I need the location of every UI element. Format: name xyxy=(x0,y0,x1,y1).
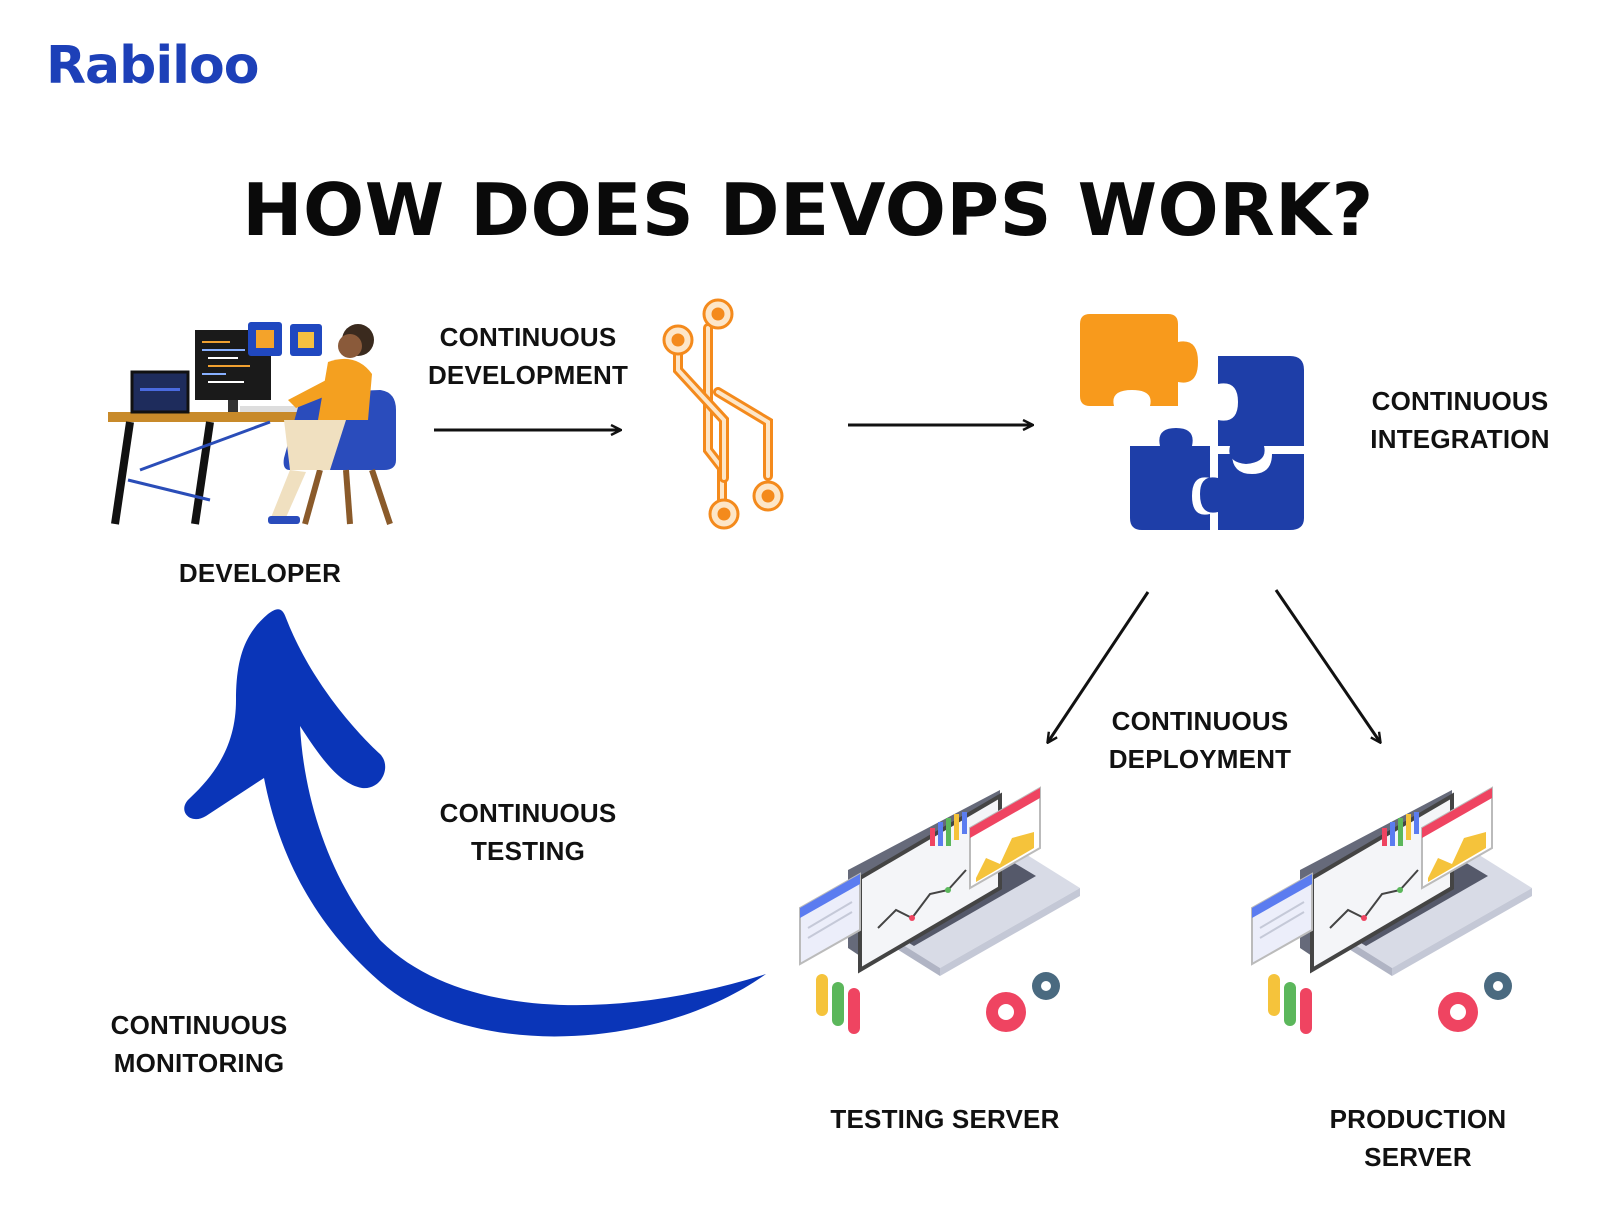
person-body xyxy=(318,358,372,420)
stage-integration-label: CONTINUOUS INTEGRATION xyxy=(1370,386,1550,454)
developer-illustration xyxy=(108,322,396,525)
production-server-label: PRODUCTION SERVER xyxy=(1329,1104,1507,1172)
stage-deployment-label: CONTINUOUS DEPLOYMENT xyxy=(1108,706,1292,774)
page-title: HOW DOES DEVOPS WORK? xyxy=(242,168,1374,252)
brand-logo: Rabiloo xyxy=(46,36,259,96)
laptop-screen xyxy=(130,370,190,414)
laptop-dashboard-icon xyxy=(799,786,1080,1034)
laptop-dashboard-icon xyxy=(1251,786,1532,1034)
developer-label: DEVELOPER xyxy=(178,558,342,588)
puzzle-icon xyxy=(1080,314,1304,530)
desk-top xyxy=(108,412,316,422)
stage-testing-label: CONTINUOUS TESTING xyxy=(439,798,617,866)
stage-monitoring-label: CONTINUOUS MONITORING xyxy=(110,1010,288,1078)
arrow-deploy-production xyxy=(1274,589,1380,742)
testing-server-label: TESTING SERVER xyxy=(830,1104,1060,1134)
stage-development-label: CONTINUOUS DEVELOPMENT xyxy=(427,322,629,390)
arrow-deploy-testing xyxy=(1048,591,1150,742)
loop-arrow xyxy=(184,609,766,1037)
git-branch-icon xyxy=(662,298,784,530)
person-legs xyxy=(284,420,346,470)
